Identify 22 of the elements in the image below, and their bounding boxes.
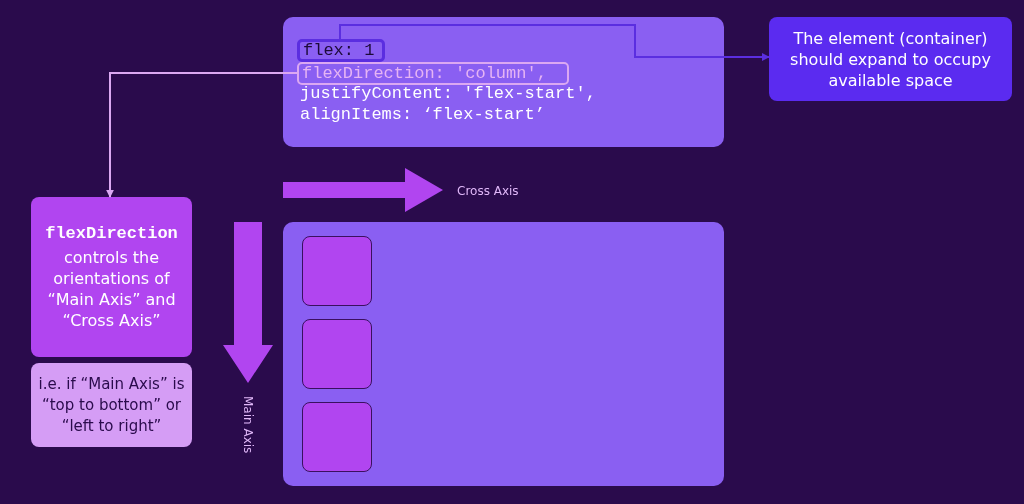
item-box [302,402,372,472]
code-line: justifyContent: 'flex-start', [300,83,596,104]
code-line: flexDirection: 'column', [302,63,547,84]
item-box [302,319,372,389]
note-box [31,197,192,357]
code-line: flex: 1 [303,40,375,61]
highlight-box [297,39,385,62]
note-box [31,363,192,447]
note-text: i.e. if “Main Axis” is “top to bottom” or “left to right” [37,373,186,437]
axis-label: Cross Axis [457,183,519,199]
code-line: alignItems: ‘flex-start’ [300,104,545,125]
note-text: The element (container) should expand to occupy available space [789,27,992,91]
connector-arrow [339,24,770,61]
connector-arrow [106,72,298,198]
container-box [283,222,724,486]
note-text: controls the orientations of “Main Axis” and “Cross Axis” [46,247,177,331]
highlight-box [297,62,569,85]
note-box [769,17,1012,101]
axis-label: Main Axis [240,396,256,454]
code-term: flexDirection [45,223,178,244]
code-panel [283,17,724,147]
item-box [302,236,372,306]
